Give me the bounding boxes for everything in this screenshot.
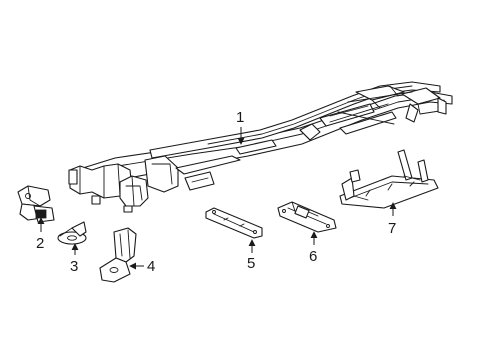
callout-6: 6 (309, 248, 317, 265)
part-3-body-mount[interactable] (57, 221, 87, 245)
frame-assembly[interactable] (68, 81, 453, 213)
part-4-support-bracket[interactable] (99, 227, 137, 283)
part-5-skid-plate[interactable] (205, 207, 263, 239)
callout-1: 1 (236, 109, 244, 126)
callout-5: 5 (247, 255, 255, 272)
callout-3: 3 (70, 258, 78, 275)
callout-2: 2 (36, 235, 44, 252)
callout-7: 7 (388, 220, 396, 237)
callout-4: 4 (147, 258, 155, 275)
part-7-tank-shield[interactable] (339, 149, 439, 209)
callouts: 1 2 3 4 5 6 7 (36, 109, 397, 275)
part-2-mount-bracket[interactable] (17, 185, 55, 223)
part-6-shield[interactable] (277, 201, 337, 233)
